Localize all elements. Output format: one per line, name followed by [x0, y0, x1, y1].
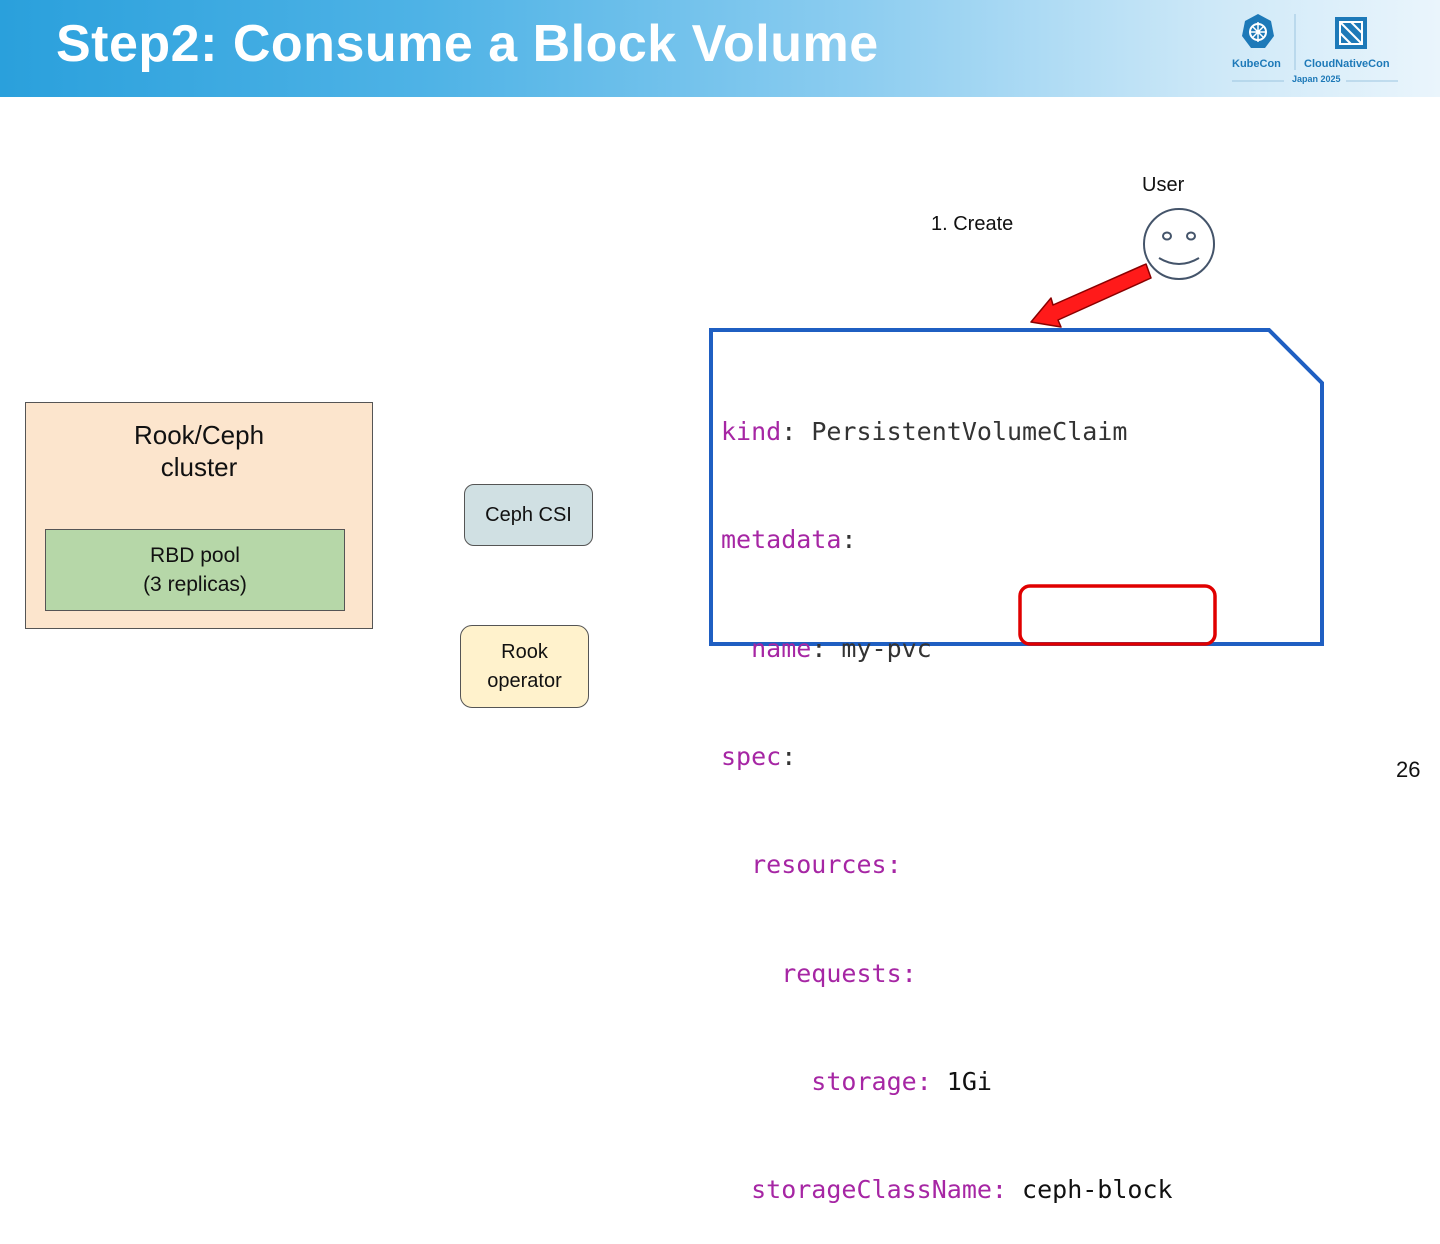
- pvc-yaml-code: kind: PersistentVolumeClaim metadata: na…: [721, 342, 1173, 1244]
- event-location-text: Japan 2025: [1292, 74, 1341, 84]
- rook-operator-label: Rook operator: [487, 640, 562, 692]
- cluster-label: Rook/Ceph cluster: [133, 420, 265, 482]
- storage-class-value: ceph-block: [1022, 1175, 1173, 1205]
- yaml-line: storage: 1Gi: [721, 1066, 992, 1096]
- yaml-line: kind: PersistentVolumeClaim: [721, 417, 1128, 447]
- create-arrow-icon: [1030, 263, 1152, 328]
- slide-title: Step2: Consume a Block Volume: [56, 15, 879, 73]
- yaml-line: spec:: [721, 742, 797, 772]
- yaml-line: requests:: [721, 958, 917, 988]
- create-step-label: 1. Create: [931, 213, 1014, 235]
- ceph-csi-label: Ceph CSI: [485, 503, 572, 526]
- smiley-face-icon: [1143, 208, 1215, 280]
- rbd-pool-box: RBD pool (3 replicas): [45, 529, 345, 611]
- page-number: 26: [1396, 757, 1421, 782]
- cloudnativecon-logo-text: CloudNativeCon: [1304, 58, 1390, 70]
- slide-header: Step2: Consume a Block Volume KubeCon Cl…: [0, 0, 1440, 97]
- ceph-csi-box: Ceph CSI: [464, 484, 593, 546]
- kubecon-logo-text: KubeCon: [1232, 58, 1281, 70]
- yaml-document-shape: [709, 328, 1324, 646]
- kubecon-logo-icon: [1232, 14, 1398, 82]
- kubecon-logo: KubeCon CloudNativeCon Japan 2025: [1224, 8, 1410, 88]
- storage-class-highlight: [1018, 584, 1217, 646]
- yaml-line: resources:: [721, 850, 902, 880]
- user-label: User: [1142, 174, 1185, 196]
- rook-operator-box: Rook operator: [460, 625, 589, 708]
- yaml-line: name: my-pvc: [721, 633, 932, 663]
- yaml-line: storageClassName: ceph-block: [721, 1175, 1173, 1205]
- diagram-shapes: [709, 208, 1324, 646]
- pool-label: RBD pool (3 replicas): [143, 544, 247, 596]
- yaml-line: metadata:: [721, 525, 857, 555]
